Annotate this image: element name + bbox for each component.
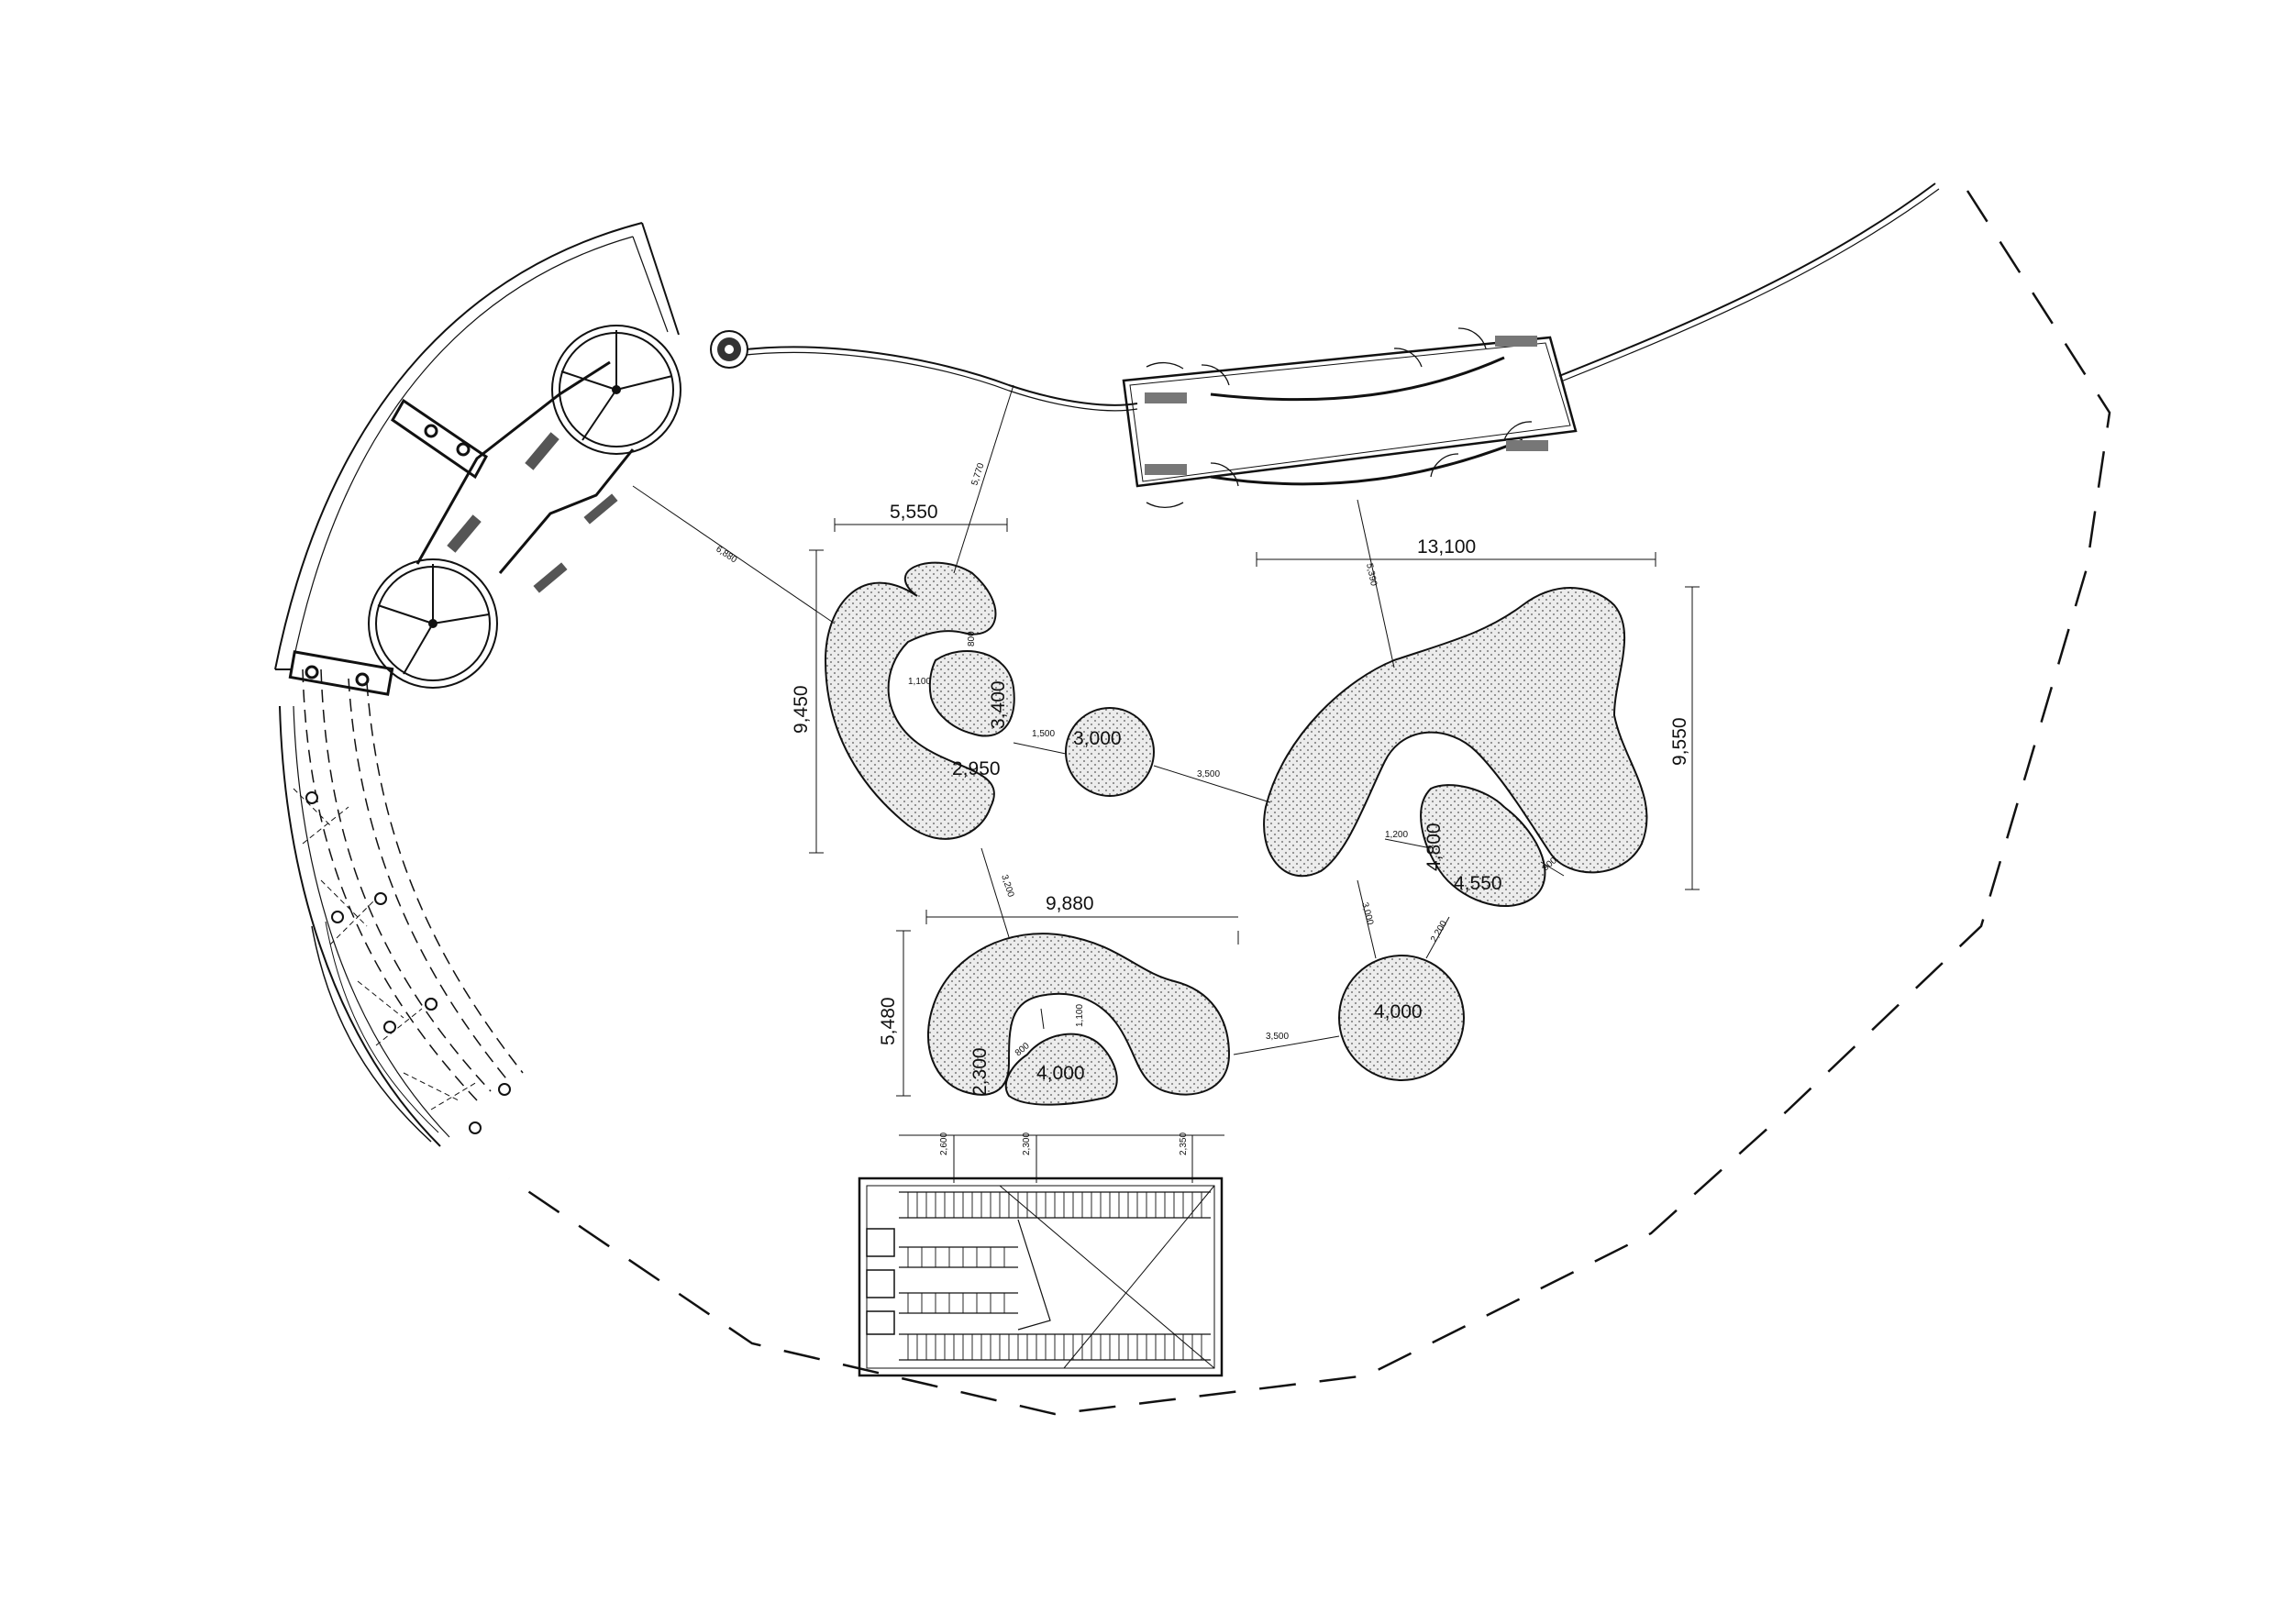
kiosk-upper [551,325,681,455]
island-circle-3000 [1065,707,1155,797]
dim-2300: 2,300 [969,1047,991,1096]
dim-1100-a: 1,100 [908,677,931,687]
dim-13100: 13,100 [1417,536,1476,558]
dim-6880: 6,880 [714,544,738,565]
dim-9550: 9,550 [1669,717,1690,766]
facade-curve-right [1558,182,1936,377]
dim-3000: 3,000 [1359,901,1375,926]
dim-circle-3000: 3,000 [1073,728,1122,749]
escalators [858,1177,1224,1377]
ticket-counter [415,360,635,593]
island-circle-4000 [1338,955,1465,1081]
kiosk-lower [368,558,498,689]
dim-9880: 9,880 [1046,893,1094,914]
dim-5480: 5,480 [878,997,899,1045]
dim-4000-inner: 4,000 [1036,1063,1085,1084]
dim-5550: 5,550 [890,502,938,523]
dim-2300-b: 2,300 [1022,1132,1032,1155]
facade-curve [737,346,1138,406]
dim-3400: 3,400 [988,680,1009,729]
dimension-lines [632,384,1700,1183]
dim-1100-b: 1,100 [1075,1004,1085,1027]
entrance-frame [288,398,488,696]
dim-4550: 4,550 [1454,873,1502,894]
dim-3500-b: 3,500 [1266,1032,1289,1042]
dim-3200: 3,200 [999,874,1015,900]
dim-circle-4000: 4,000 [1374,1001,1423,1022]
column [710,330,748,369]
dim-2350: 2,350 [1179,1132,1189,1155]
curved-wall [274,222,680,1147]
dim-5390: 5,390 [1364,562,1379,587]
dim-4800: 4,800 [1423,823,1445,871]
island-c [927,933,1231,1106]
dim-3500-a: 3,500 [1197,769,1220,779]
dim-9450: 9,450 [791,685,812,734]
island-b [1263,587,1648,907]
dim-5770: 5,770 [969,461,986,487]
dim-2600: 2,600 [939,1132,949,1155]
ramp-handrail [293,668,524,1134]
dim-1200: 1,200 [1385,830,1408,840]
dim-2200: 2,200 [1429,919,1449,945]
dim-2950: 2,950 [952,758,1001,779]
island-a [824,561,1015,840]
site-boundary-dashed [508,190,2111,1416]
dim-1500: 1,500 [1032,729,1055,739]
glass-passage [1122,327,1578,509]
dim-800-a: 800 [967,631,977,646]
